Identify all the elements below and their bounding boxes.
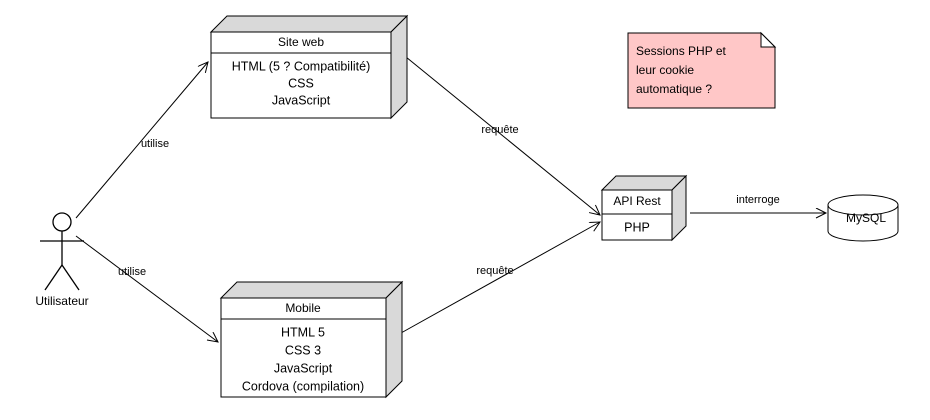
node-site-web-side-face — [390, 14, 408, 120]
actor-head-icon — [52, 212, 72, 232]
actor-leg-right-icon — [61, 264, 80, 291]
note-line-1: Sessions PHP et — [636, 44, 726, 58]
actor-leg-left-icon — [44, 264, 63, 291]
node-api-rest-line-1: PHP — [624, 220, 650, 234]
actor-utilisateur[interactable]: Utilisateur — [35, 212, 89, 308]
edge-label-utilise-mobile: utilise — [118, 266, 146, 278]
node-mobile-line-3: JavaScript — [274, 361, 333, 375]
node-mobile-top-face — [219, 281, 404, 299]
node-site-web-line-1: HTML (5 ? Compatibilité) — [232, 59, 370, 73]
node-mobile-side-face — [385, 280, 403, 399]
edge-actor-to-site-web-line — [75, 62, 208, 219]
node-site-web-line-3: JavaScript — [272, 93, 331, 107]
edge-label-requete-web: requête — [481, 124, 518, 136]
node-api-rest[interactable]: API Rest PHP — [600, 174, 688, 242]
edge-site-web-to-api-line — [405, 56, 600, 215]
node-site-web-front-face — [210, 31, 392, 119]
note-sessions-php[interactable]: Sessions PHP et leur cookie automatique … — [627, 31, 777, 109]
note-fold-corner-icon — [760, 31, 777, 48]
note-line-2: leur cookie — [636, 63, 694, 77]
edge-label-utilise-web: utilise — [141, 138, 169, 150]
edge-label-requete-mobile: requête — [476, 265, 513, 277]
actor-label: Utilisateur — [35, 294, 88, 308]
node-mobile-title: Mobile — [285, 301, 321, 315]
node-api-rest-front-face — [601, 189, 673, 241]
note-body-shape — [627, 32, 776, 109]
node-mobile-line-2: CSS 3 — [285, 343, 321, 357]
edge-actor-to-mobile-line — [75, 235, 218, 342]
edge-actor-to-site-web[interactable]: utilise — [75, 62, 208, 219]
node-mobile-line-1: HTML 5 — [281, 325, 325, 339]
edge-actor-to-mobile[interactable]: utilise — [75, 235, 218, 342]
node-mobile-line-4: Cordova (compilation) — [242, 379, 364, 393]
node-api-rest-title: API Rest — [613, 194, 661, 208]
database-label: MySQL — [846, 211, 886, 225]
database-mysql[interactable]: MySQL — [827, 194, 899, 242]
edge-api-to-mysql[interactable]: interroge — [690, 194, 826, 213]
node-mobile-front-face — [220, 297, 387, 398]
database-cylinder-top — [827, 194, 899, 216]
node-site-web-top-face — [209, 15, 409, 33]
node-site-web-title: Site web — [278, 35, 324, 49]
node-mobile[interactable]: Mobile HTML 5 CSS 3 JavaScript Cordova (… — [219, 280, 404, 399]
note-line-3: automatique ? — [636, 82, 712, 96]
edge-mobile-to-api[interactable]: requête — [400, 222, 600, 334]
edge-mobile-to-api-line — [400, 222, 600, 334]
node-site-web[interactable]: Site web HTML (5 ? Compatibilité) CSS Ja… — [209, 14, 409, 120]
edge-label-interroge: interroge — [736, 194, 779, 206]
node-site-web-line-2: CSS — [288, 76, 314, 90]
edge-site-web-to-api[interactable]: requête — [405, 56, 600, 215]
